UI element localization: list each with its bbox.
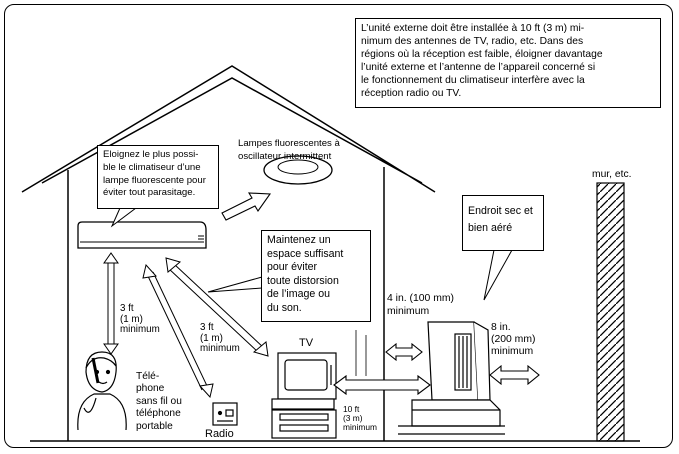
arrow-tv-to-outdoor <box>333 374 431 396</box>
arrow-unit-to-radio <box>142 263 214 399</box>
note-maintain-space: Maintenez un espace suffisant pour évite… <box>261 230 371 322</box>
label-radio: Radio <box>205 428 234 440</box>
distance-side: 8 in. (200 mm) minimum <box>491 322 536 357</box>
fluorescent-lamp <box>263 155 333 185</box>
label-wall: mur, etc. <box>592 169 632 180</box>
distance-phone: 3 ft (1 m) minimum <box>120 303 160 336</box>
arrow-unit-to-phone <box>103 252 119 355</box>
callout-pointer-space <box>207 276 263 293</box>
radio-set <box>212 402 238 426</box>
distance-tv-outdoor: 10 ft (3 m) minimum <box>343 404 377 432</box>
note-outdoor-antenna-distance: L’unité externe doit être installée à 10… <box>355 18 661 108</box>
note-fluorescent-distance: Eloignez le plus possi- ble le climatise… <box>97 145 219 209</box>
callout-pointer-fluorescent <box>110 207 137 228</box>
hatched-wall <box>596 182 625 442</box>
arrow-front-clearance <box>385 342 423 362</box>
callout-pointer-dry <box>483 249 513 301</box>
distance-radio: 3 ft (1 m) minimum <box>200 322 240 355</box>
arrow-to-lamp <box>221 192 272 221</box>
label-fluorescent-lamp: Lampes fluorescentes à oscillateur inter… <box>238 138 340 162</box>
space-note-leader <box>355 330 367 376</box>
arrow-unit-to-tv <box>165 257 269 357</box>
label-phone: Télé- phone sans fil ou téléphone portab… <box>136 371 182 432</box>
arrow-side-clearance <box>489 364 540 386</box>
distance-front: 4 in. (100 mm) minimum <box>387 293 454 317</box>
outdoor-unit <box>398 321 505 435</box>
label-tv: TV <box>299 337 314 349</box>
diagram-frame <box>4 4 673 448</box>
indoor-unit <box>77 221 207 249</box>
tv-set <box>271 352 337 439</box>
note-dry-ventilated-place: Endroit sec et bien aéré <box>462 195 544 251</box>
phone-user-figure <box>77 351 127 431</box>
